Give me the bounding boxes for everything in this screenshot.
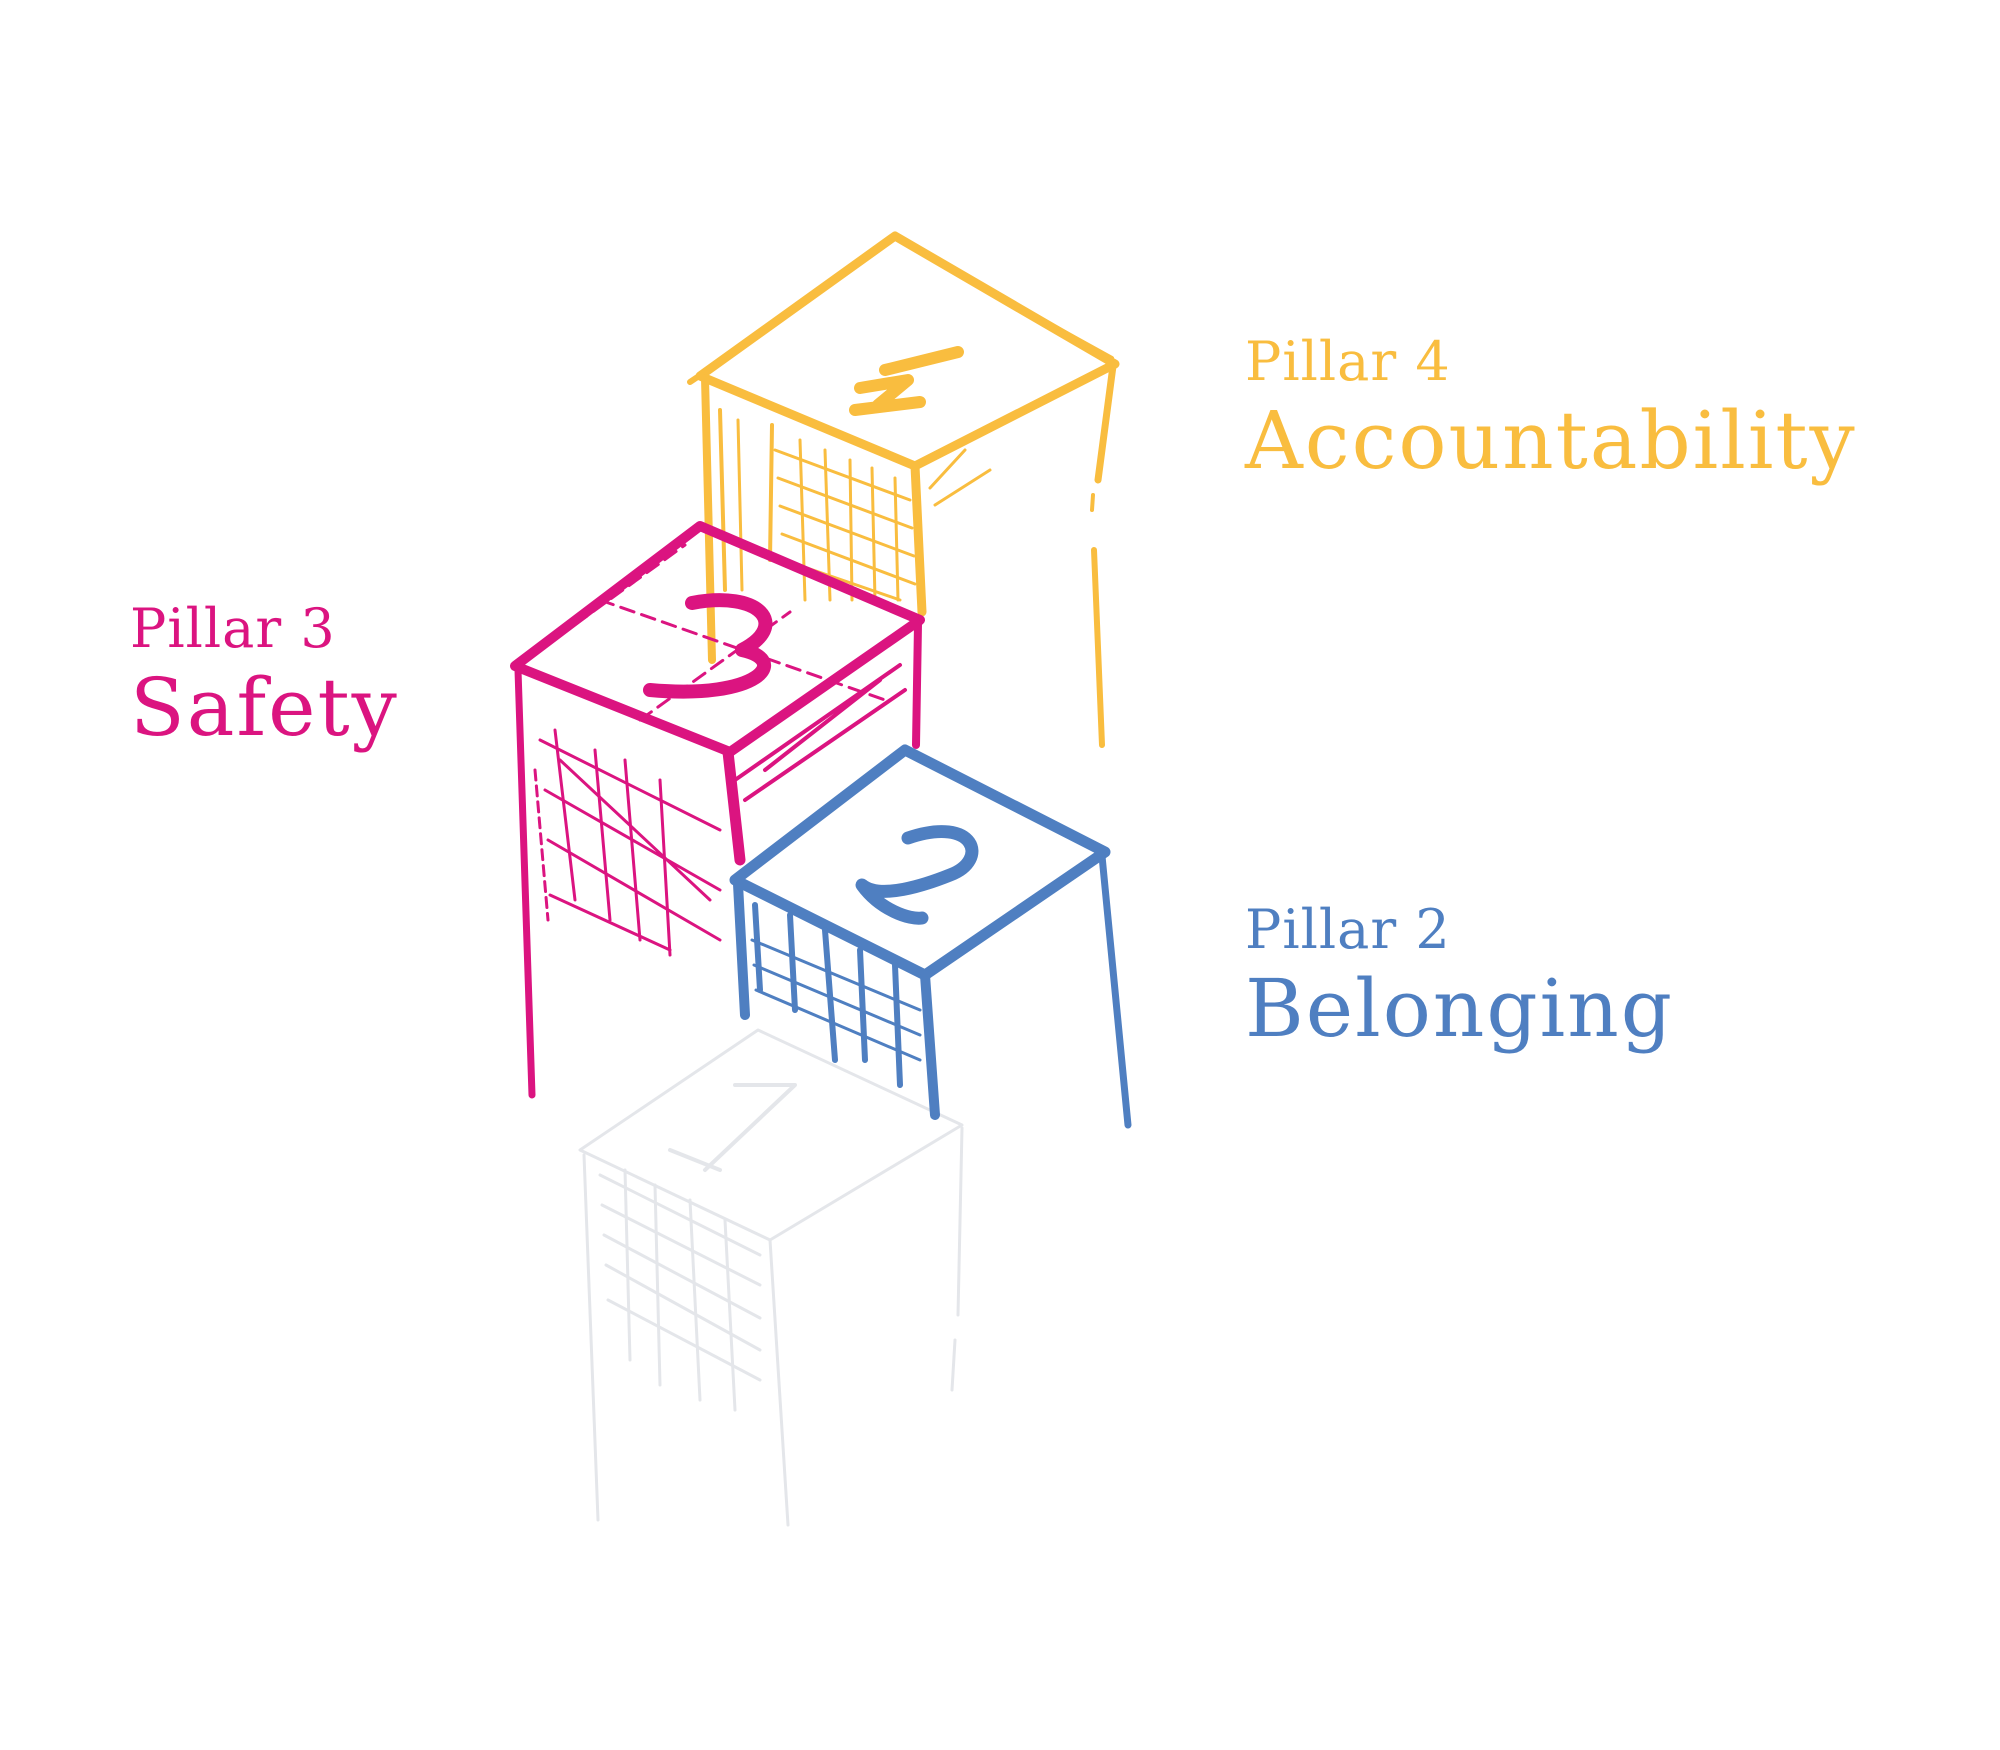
pillar-3-number-label: Pillar 3 — [130, 597, 336, 660]
pillar-4-label: Pillar 4 Accountability — [1245, 335, 1857, 481]
pillar-2-title: Belonging — [1245, 962, 1674, 1055]
pillar-3-title: Safety — [130, 661, 399, 754]
block-4 — [687, 231, 1120, 748]
pillar-4-number-label: Pillar 4 — [1245, 330, 1451, 393]
block-3 — [510, 521, 925, 1099]
block-2 — [729, 744, 1132, 1129]
pillar-3-label: Pillar 3 Safety — [130, 602, 399, 748]
block-1 — [578, 1028, 964, 1527]
pillar-4-title: Accountability — [1245, 394, 1857, 487]
pillar-2-label: Pillar 2 Belonging — [1245, 903, 1674, 1049]
pillar-2-number-label: Pillar 2 — [1245, 898, 1451, 961]
